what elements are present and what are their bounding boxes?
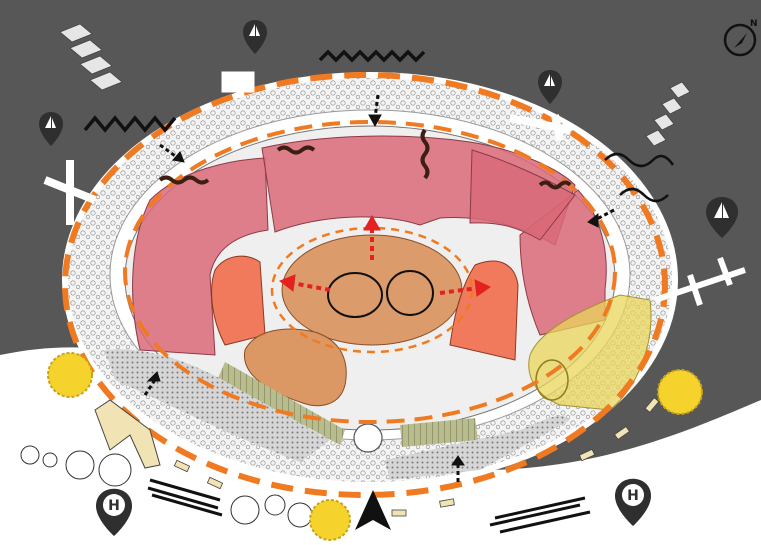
- hospital-pin-label: H: [627, 488, 639, 504]
- compass-north-label: N: [750, 19, 758, 29]
- sun-icon: [658, 370, 702, 414]
- central-plaza: [282, 235, 462, 345]
- central-roundabout: [354, 424, 382, 452]
- sun-icon: [310, 500, 350, 540]
- commercial-zone-west: [212, 256, 265, 345]
- sun-icon: [48, 353, 92, 397]
- hospital-pin-label: H: [108, 498, 120, 514]
